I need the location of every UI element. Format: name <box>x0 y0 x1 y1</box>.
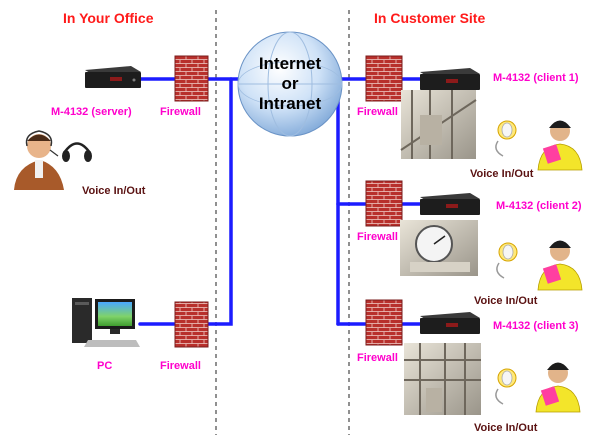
firewall-icon <box>174 55 209 102</box>
client-device-icon <box>420 193 480 215</box>
customer-header: In Customer Site <box>374 10 486 26</box>
voice-label: Voice In/Out <box>474 422 538 434</box>
firewall-icon <box>365 55 403 102</box>
worker-icon <box>537 120 583 171</box>
globe-icon <box>237 31 343 137</box>
firewall-icon <box>365 299 403 346</box>
pressure-gauge-photo <box>400 220 478 276</box>
worker-icon <box>537 240 583 291</box>
cloud-label: Internet or Intranet <box>245 54 335 114</box>
firewall-label: Firewall <box>160 360 201 372</box>
server-label: M-4132 (server) <box>51 106 132 118</box>
client-1-label: M-4132 (client 1) <box>493 72 579 84</box>
pc-label: PC <box>97 360 113 372</box>
microphone-icon <box>495 120 517 157</box>
headset-icon <box>62 142 92 162</box>
microphone-icon <box>496 242 518 279</box>
firewall-label: Firewall <box>357 231 398 243</box>
client-3-label: M-4132 (client 3) <box>493 320 579 332</box>
office-header: In Your Office <box>63 10 154 26</box>
microphone-icon <box>495 368 517 405</box>
firewall-label: Firewall <box>160 106 201 118</box>
firewall-label: Firewall <box>357 106 398 118</box>
plant-interior-photo <box>404 343 481 415</box>
factory-photo <box>400 90 477 159</box>
cloud-line-3: Intranet <box>258 94 322 113</box>
operator-icon <box>14 130 64 190</box>
firewall-icon <box>365 180 403 227</box>
voice-label: Voice In/Out <box>470 168 534 180</box>
client-device-icon <box>420 68 480 90</box>
cloud-line-2: or <box>281 74 299 93</box>
pc-icon <box>72 298 140 347</box>
worker-icon <box>535 362 581 413</box>
cloud-line-1: Internet <box>258 54 322 73</box>
client-2-label: M-4132 (client 2) <box>496 200 582 212</box>
server-device-icon <box>85 66 141 88</box>
voice-label: Voice In/Out <box>82 185 146 197</box>
firewall-label: Firewall <box>357 352 398 364</box>
client-device-icon <box>420 312 480 334</box>
firewall-icon <box>174 301 209 348</box>
voice-label: Voice In/Out <box>474 295 538 307</box>
